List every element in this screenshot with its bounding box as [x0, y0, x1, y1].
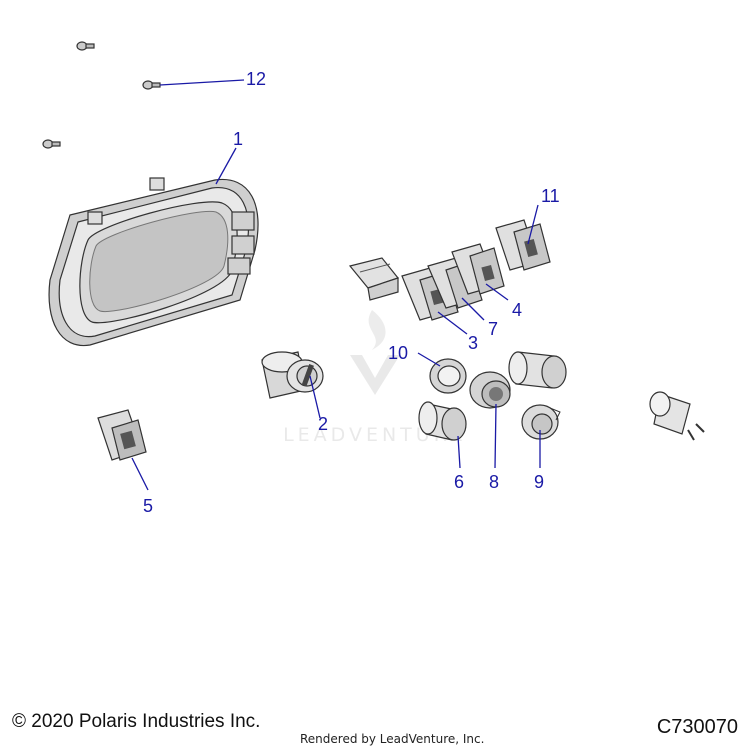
callout-2: 2 — [318, 414, 328, 434]
callout-8: 8 — [489, 472, 499, 492]
rendered-by-text: Rendered by LeadVenture, Inc. — [300, 732, 485, 746]
leadventure-watermark-logo: LEADVENTURE — [283, 310, 467, 446]
callout-12: 12 — [246, 69, 266, 89]
indicator-lamp-part — [649, 391, 705, 441]
outlet-cap-part — [521, 404, 561, 440]
leader-lines — [131, 79, 541, 491]
bezel-ring-part — [429, 358, 467, 394]
callout-3: 3 — [468, 333, 478, 353]
power-outlet-part — [508, 351, 567, 389]
instrument-cluster-part — [48, 177, 259, 347]
switch-part-4 — [451, 243, 505, 295]
callout-5: 5 — [143, 496, 153, 516]
connector-part — [348, 257, 400, 301]
diagram-code: C730070 — [656, 716, 738, 738]
screw-part — [42, 41, 161, 149]
switch-part-11 — [495, 219, 551, 271]
rocker-switch-part — [97, 409, 147, 461]
callout-1: 1 — [233, 129, 243, 149]
power-outlet-part-6 — [418, 401, 467, 441]
usb-socket-part — [469, 371, 511, 409]
callout-9: 9 — [534, 472, 544, 492]
callout-labels: 1 2 3 4 5 6 7 8 9 10 11 12 — [143, 69, 560, 516]
callout-7: 7 — [488, 319, 498, 339]
callout-6: 6 — [454, 472, 464, 492]
copyright-text: © 2020 Polaris Industries Inc. — [12, 711, 261, 732]
callout-10: 10 — [388, 343, 408, 363]
callout-4: 4 — [512, 300, 522, 320]
ignition-switch-part — [261, 351, 324, 399]
callout-11: 11 — [541, 186, 560, 206]
watermark-text: LEADVENTURE — [283, 424, 467, 446]
